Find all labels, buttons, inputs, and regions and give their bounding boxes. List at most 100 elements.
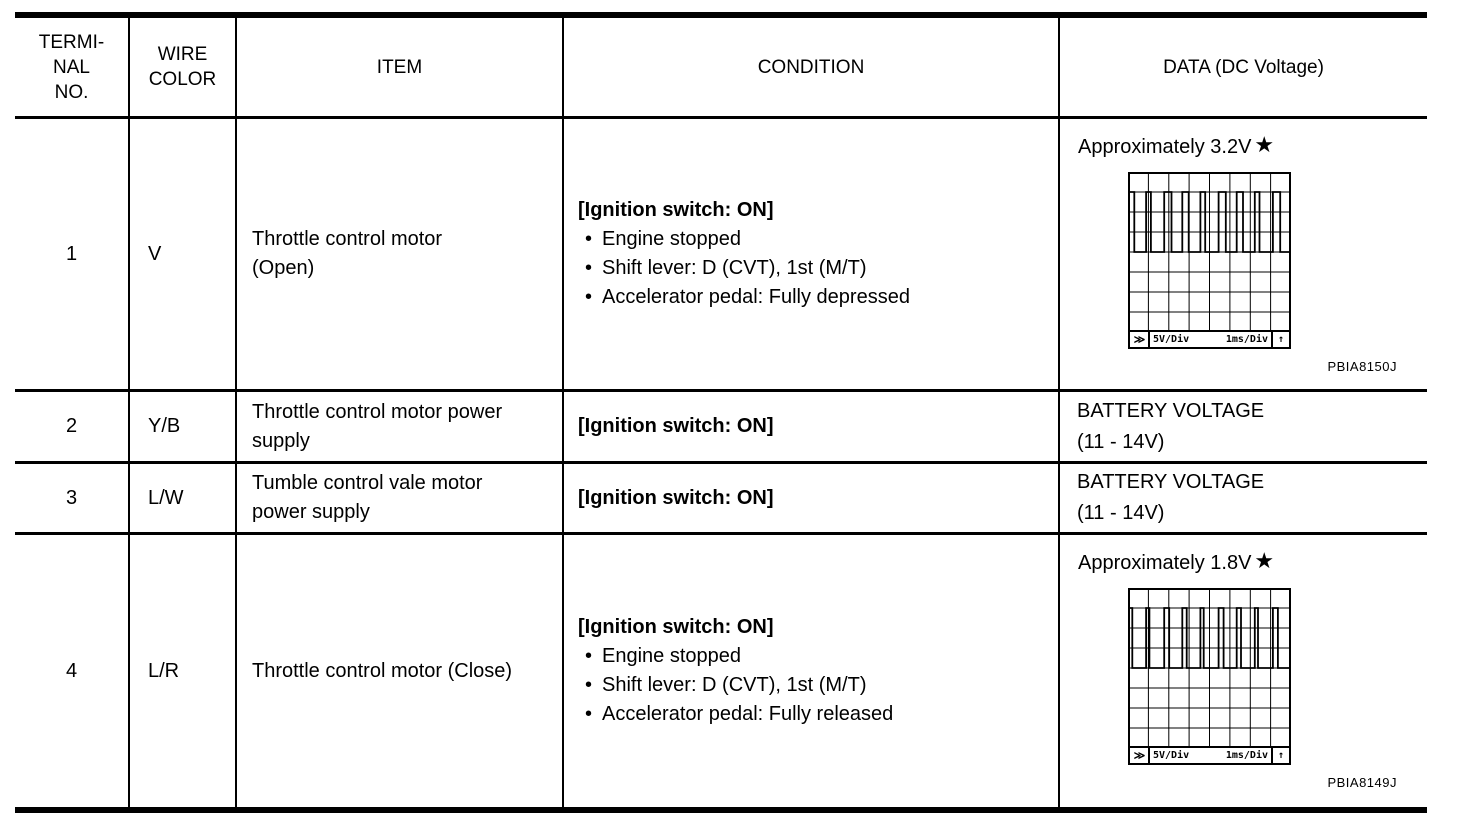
data-cell-scope: Approximately 1.8V ★ ≫ 5V/Div 1ms/Div ↑ … bbox=[1060, 535, 1427, 807]
fast-forward-icon: ≫ bbox=[1128, 746, 1150, 765]
header-data: DATA (DC Voltage) bbox=[1060, 18, 1427, 119]
condition-text: Engine stopped bbox=[602, 645, 742, 667]
condition-heading: [Ignition switch: ON] bbox=[578, 415, 774, 437]
condition-cell: [Ignition switch: ON] bbox=[564, 464, 1060, 535]
wire-color-cell: L/W bbox=[130, 464, 237, 535]
wire-color: L/W bbox=[148, 486, 184, 509]
condition-text: Engine stopped bbox=[602, 228, 742, 250]
scope-caption: Approximately 3.2V ★ bbox=[1078, 132, 1275, 159]
wire-color: L/R bbox=[148, 659, 180, 682]
wire-color: V bbox=[148, 242, 162, 265]
data-cell-scope: Approximately 3.2V ★ ≫ 5V/Div 1ms/Div ↑ … bbox=[1060, 119, 1427, 392]
oscilloscope-screenshot: ≫ 5V/Div 1ms/Div ↑ bbox=[1128, 172, 1291, 349]
terminal-no-cell: 3 bbox=[15, 464, 130, 535]
condition-bullet: • Shift lever: D (CVT), 1st (M/T) bbox=[578, 671, 1058, 700]
star-icon: ★ bbox=[1254, 132, 1275, 157]
bullet-icon: • bbox=[585, 674, 593, 696]
star-icon: ★ bbox=[1254, 548, 1275, 573]
scope-scale-bar: 5V/Div 1ms/Div bbox=[1150, 330, 1273, 349]
figure-code: PBIA8149J bbox=[1327, 775, 1397, 790]
bullet-icon: • bbox=[585, 228, 593, 250]
item-cell: Throttle control motor (Open) bbox=[237, 119, 564, 392]
terminal-no-cell: 1 bbox=[15, 119, 130, 392]
header-condition: CONDITION bbox=[564, 18, 1060, 119]
header-line: COLOR bbox=[148, 69, 217, 90]
scope-footer: ≫ 5V/Div 1ms/Div ↑ bbox=[1128, 330, 1291, 349]
condition-cell: [Ignition switch: ON] • Engine stopped •… bbox=[564, 535, 1060, 807]
volts-per-div: 5V/Div bbox=[1153, 750, 1190, 761]
figure-code: PBIA8150J bbox=[1327, 359, 1397, 374]
header-line: NO. bbox=[54, 81, 89, 103]
scope-caption: Approximately 1.8V ★ bbox=[1078, 548, 1275, 575]
item-line: supply bbox=[252, 429, 310, 452]
fast-forward-icon: ≫ bbox=[1128, 330, 1150, 349]
condition-heading: [Ignition switch: ON] bbox=[578, 616, 774, 638]
condition-cell: [Ignition switch: ON] • Engine stopped •… bbox=[564, 119, 1060, 392]
item-cell: Tumble control vale motor power supply bbox=[237, 464, 564, 535]
bullet-icon: • bbox=[585, 257, 593, 279]
header-wire-color: WIRE COLOR bbox=[130, 18, 237, 119]
condition-text: Shift lever: D (CVT), 1st (M/T) bbox=[602, 674, 867, 696]
header-line: TERMI- bbox=[38, 31, 105, 53]
header-line: WIRE bbox=[157, 44, 208, 65]
volts-per-div: 5V/Div bbox=[1153, 334, 1190, 345]
item-line: Throttle control motor (Close) bbox=[252, 659, 513, 682]
trigger-icon: ↑ bbox=[1273, 330, 1291, 349]
waveform-plot bbox=[1128, 172, 1291, 332]
scope-grid bbox=[1128, 588, 1291, 748]
data-line: BATTERY VOLTAGE bbox=[1077, 471, 1265, 493]
item-cell: Throttle control motor (Close) bbox=[237, 535, 564, 807]
item-cell: Throttle control motor power supply bbox=[237, 392, 564, 464]
condition-heading: [Ignition switch: ON] bbox=[578, 199, 774, 221]
wire-color-cell: L/R bbox=[130, 535, 237, 807]
time-per-div: 1ms/Div bbox=[1225, 750, 1268, 761]
terminal-no: 3 bbox=[65, 486, 78, 509]
header-line: CONDITION bbox=[757, 56, 865, 78]
condition-heading: [Ignition switch: ON] bbox=[578, 486, 774, 509]
condition-bullet: • Engine stopped bbox=[578, 642, 1058, 671]
bullet-icon: • bbox=[585, 703, 593, 725]
terminal-no: 4 bbox=[65, 659, 78, 682]
voltage-value: Approximately 3.2V bbox=[1078, 135, 1252, 158]
condition-bullet: • Engine stopped bbox=[578, 225, 1058, 254]
data-line: BATTERY VOLTAGE bbox=[1077, 399, 1265, 422]
item-line: Throttle control motor bbox=[252, 228, 443, 250]
data-cell: BATTERY VOLTAGE (11 - 14V) bbox=[1060, 464, 1427, 535]
header-item: ITEM bbox=[237, 18, 564, 119]
wire-color: Y/B bbox=[148, 415, 181, 437]
data-line: (11 - 14V) bbox=[1077, 430, 1165, 453]
scope-grid bbox=[1128, 172, 1291, 332]
terminal-no-cell: 4 bbox=[15, 535, 130, 807]
condition-bullet: • Accelerator pedal: Fully depressed bbox=[578, 283, 1058, 312]
trigger-icon: ↑ bbox=[1273, 746, 1291, 765]
terminal-data-table: TERMI- NAL NO. WIRE COLOR ITEM CONDITION… bbox=[15, 12, 1427, 813]
waveform-plot bbox=[1128, 588, 1291, 748]
item-line: Throttle control motor power bbox=[252, 400, 503, 423]
condition-bullet: • Shift lever: D (CVT), 1st (M/T) bbox=[578, 254, 1058, 283]
condition-text: Shift lever: D (CVT), 1st (M/T) bbox=[602, 257, 867, 279]
header-line: NAL bbox=[53, 56, 90, 78]
condition-cell: [Ignition switch: ON] bbox=[564, 392, 1060, 464]
scope-scale-bar: 5V/Div 1ms/Div bbox=[1150, 746, 1273, 765]
data-cell: BATTERY VOLTAGE (11 - 14V) bbox=[1060, 392, 1427, 464]
data-line: (11 - 14V) bbox=[1077, 502, 1165, 524]
terminal-no: 1 bbox=[65, 242, 78, 265]
bullet-icon: • bbox=[585, 286, 593, 308]
header-terminal-no: TERMI- NAL NO. bbox=[15, 18, 130, 119]
header-line: DATA (DC Voltage) bbox=[1163, 56, 1324, 78]
wire-color-cell: Y/B bbox=[130, 392, 237, 464]
scope-footer: ≫ 5V/Div 1ms/Div ↑ bbox=[1128, 746, 1291, 765]
condition-text: Accelerator pedal: Fully released bbox=[602, 703, 894, 725]
item-line: power supply bbox=[252, 501, 370, 523]
oscilloscope-screenshot: ≫ 5V/Div 1ms/Div ↑ bbox=[1128, 588, 1291, 765]
wire-color-cell: V bbox=[130, 119, 237, 392]
bullet-icon: • bbox=[585, 645, 593, 667]
terminal-no: 2 bbox=[65, 415, 78, 437]
terminal-no-cell: 2 bbox=[15, 392, 130, 464]
condition-bullet: • Accelerator pedal: Fully released bbox=[578, 700, 1058, 729]
header-line: ITEM bbox=[376, 56, 423, 78]
voltage-value: Approximately 1.8V bbox=[1078, 551, 1252, 574]
condition-text: Accelerator pedal: Fully depressed bbox=[602, 286, 910, 308]
item-line: (Open) bbox=[252, 257, 315, 279]
